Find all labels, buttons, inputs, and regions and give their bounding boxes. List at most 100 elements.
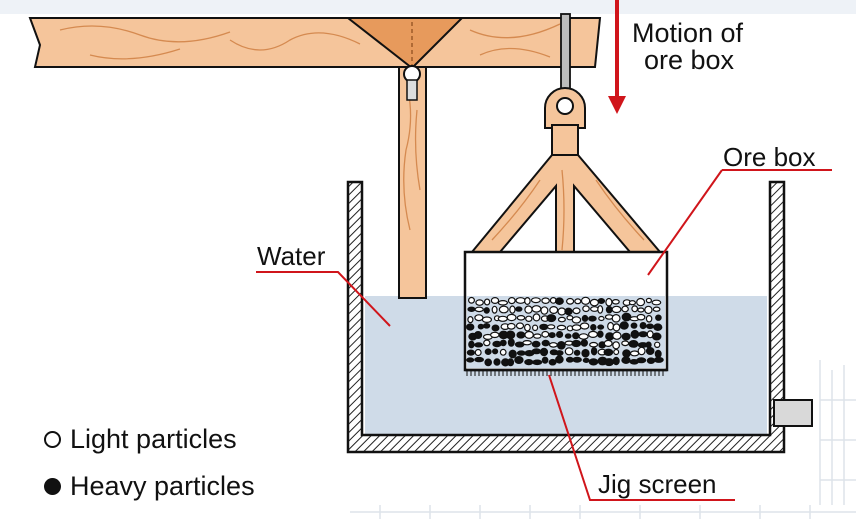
heavy-particle — [541, 339, 550, 347]
water-leader — [256, 271, 391, 327]
heavy-particle — [630, 322, 638, 329]
heavy-particle — [539, 347, 549, 357]
hanger-rod — [560, 13, 571, 97]
light-particle — [489, 331, 500, 339]
heavy-particle — [597, 298, 606, 305]
beam-grain — [59, 23, 561, 60]
motion-label: Motion of ore box — [632, 20, 743, 74]
heavy-particle — [554, 297, 564, 306]
jig-screen-leader — [548, 374, 735, 501]
heavy-particle — [565, 356, 574, 363]
heavy-particle — [539, 323, 549, 331]
light-particle — [497, 315, 508, 322]
legend-heavy: Heavy particles — [44, 471, 255, 502]
outlet-pipe — [773, 399, 813, 427]
light-particle — [506, 313, 517, 322]
heavy-particle — [477, 323, 485, 330]
top-band — [0, 0, 856, 14]
heavy-particle — [604, 358, 615, 367]
light-particle — [612, 331, 622, 340]
heavy-particle — [573, 349, 581, 356]
heavy-particle — [597, 324, 605, 330]
heavy-particle — [654, 349, 662, 359]
ore-box-frame — [469, 154, 663, 253]
heavy-particle — [621, 332, 631, 341]
heavy-particle — [515, 306, 523, 312]
heavy-particle — [651, 332, 662, 341]
light-particle — [532, 333, 542, 339]
heavy-particle — [541, 356, 549, 364]
heavy-particle — [572, 356, 582, 363]
fulcrum — [345, 17, 465, 70]
heavy-particle — [653, 356, 664, 363]
light-particle — [597, 305, 604, 314]
heavy-particle — [466, 349, 475, 356]
light-particle — [564, 347, 574, 356]
light-particle-icon — [44, 431, 61, 448]
heavy-particle — [505, 330, 516, 340]
light-particle — [612, 341, 620, 350]
light-particle — [621, 305, 629, 313]
heavy-particle — [484, 358, 493, 367]
heavy-particle — [621, 312, 632, 322]
heavy-particle — [499, 339, 507, 347]
heavy-particle — [555, 350, 564, 356]
water-label: Water — [257, 241, 326, 271]
jig-screen-label: Jig screen — [598, 469, 717, 499]
light-particle — [603, 339, 613, 347]
light-particle — [497, 299, 508, 306]
heavy-particle — [581, 348, 590, 358]
hanger-pin — [556, 97, 574, 115]
light-particle — [541, 297, 550, 305]
light-particle — [611, 298, 620, 305]
heavy-particle — [492, 348, 499, 355]
light-particle — [483, 339, 491, 347]
light-particle — [579, 322, 590, 330]
heavy-particle — [474, 342, 484, 348]
light-particle — [651, 299, 662, 306]
heavy-particle — [482, 322, 491, 329]
light-particle — [540, 306, 549, 315]
light-particle — [565, 297, 575, 305]
light-particle — [628, 300, 637, 306]
heavy-particle — [588, 315, 597, 322]
light-particle — [522, 340, 532, 346]
light-particle — [509, 305, 516, 314]
pivot-link — [406, 79, 418, 101]
heavy-particle — [531, 340, 541, 348]
top-beam — [28, 17, 602, 68]
heavy-particle — [555, 331, 564, 339]
heavy-particle — [531, 348, 542, 355]
light-particle — [621, 340, 630, 347]
light-particle — [525, 315, 533, 322]
heavy-particle — [603, 348, 614, 356]
heavy-particle — [581, 314, 589, 322]
light-particle — [490, 297, 500, 305]
light-particle — [515, 322, 525, 330]
light-particle — [644, 305, 653, 315]
heavy-particle — [483, 307, 490, 314]
heavy-particle — [555, 355, 564, 364]
tank-wall — [346, 180, 786, 454]
light-particle — [541, 330, 550, 338]
light-particle — [532, 313, 541, 322]
ore-box-label: Ore box — [723, 142, 816, 172]
light-particle — [474, 348, 482, 357]
heavy-particle — [507, 358, 515, 367]
heavy-particle — [605, 305, 613, 314]
light-particle — [607, 321, 615, 331]
heavy-particle — [548, 358, 557, 366]
light-particle — [580, 296, 591, 305]
heavy-particle — [645, 323, 654, 330]
light-particle — [636, 313, 646, 321]
post-grain — [403, 89, 421, 231]
heavy-particle — [655, 314, 662, 321]
light-particle — [574, 298, 582, 305]
heavy-particle — [492, 340, 502, 348]
heavy-particle — [582, 357, 590, 363]
light-particle — [598, 315, 605, 322]
heavy-particle — [516, 331, 526, 339]
light-particle — [645, 314, 653, 323]
